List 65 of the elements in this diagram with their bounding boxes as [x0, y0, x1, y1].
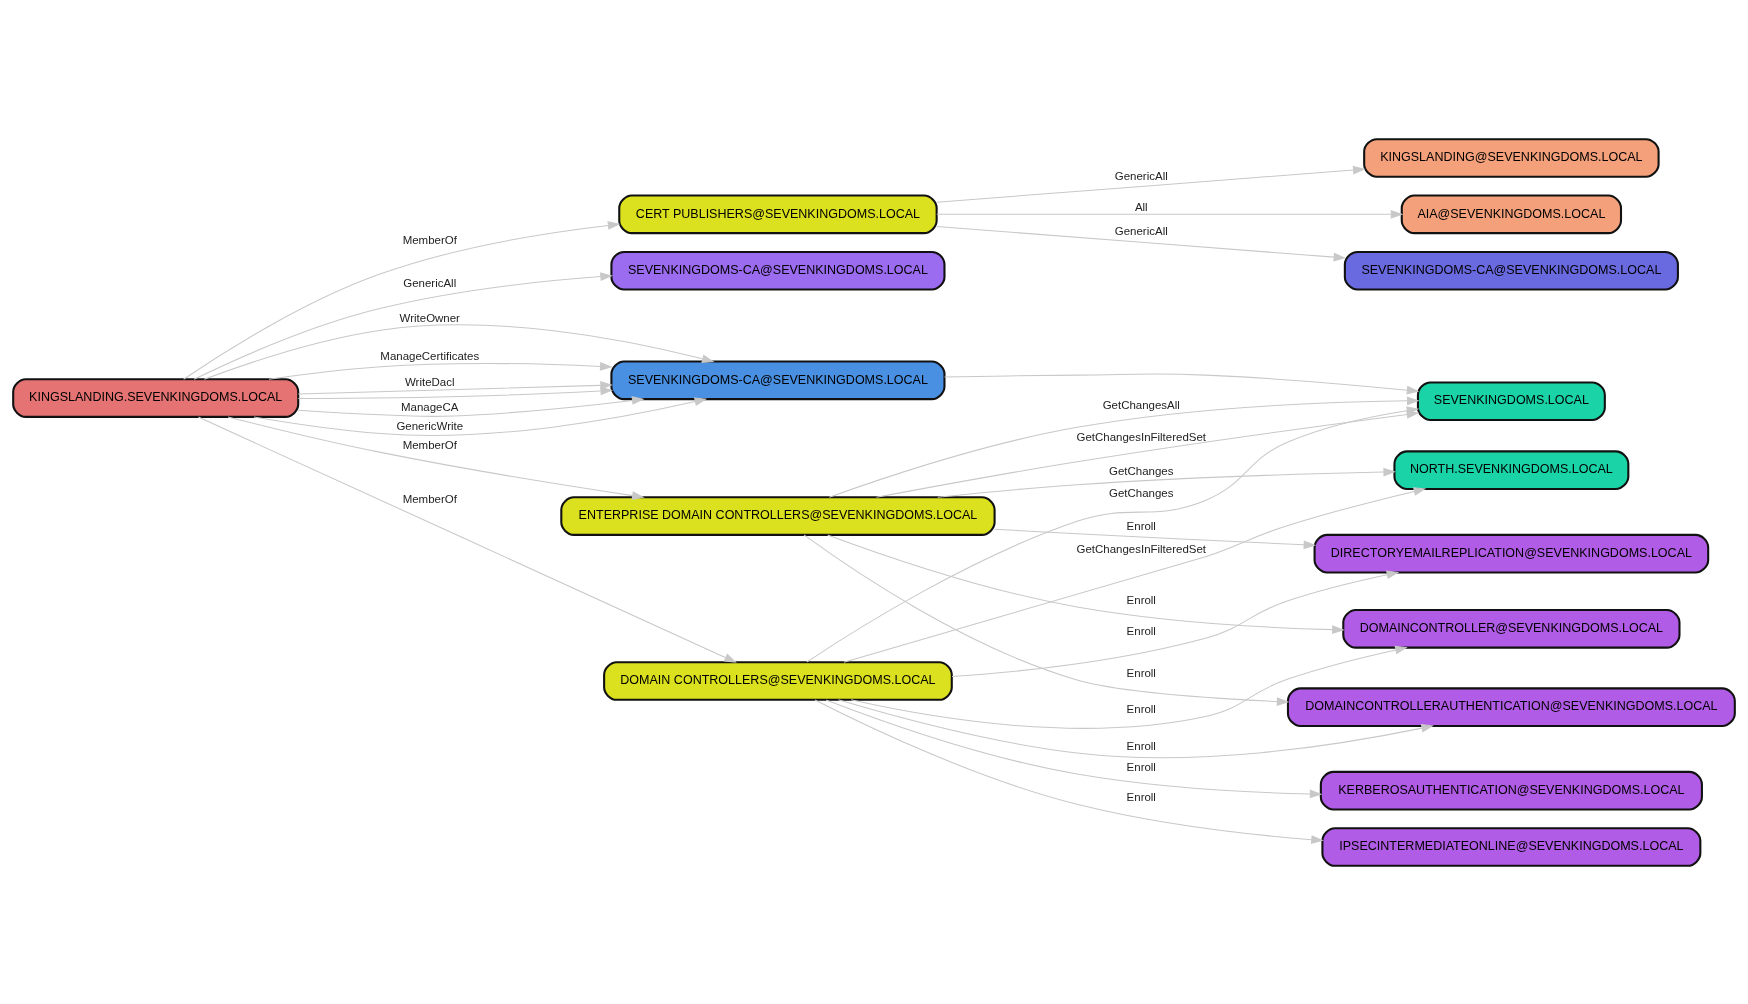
edge-label: Enroll	[1126, 702, 1156, 715]
node-box: DOMAINCONTROLLER@SEVENKINGDOMS.LOCAL	[1342, 608, 1681, 649]
node-box: CERT PUBLISHERS@SEVENKINGDOMS.LOCAL	[618, 194, 938, 234]
edge-label: GenericAll	[1114, 224, 1168, 237]
node-box: KINGSLANDING.SEVENKINGDOMS.LOCAL	[12, 377, 300, 418]
edge-label: Enroll	[1126, 666, 1156, 679]
arrow	[193, 271, 613, 380]
edge-label: GenericAll	[1114, 169, 1168, 182]
edge-label: GetChanges	[1109, 486, 1174, 499]
edge-label: GetChangesInFilteredSet	[1076, 430, 1206, 443]
edge-label: GetChangesAll	[1102, 398, 1180, 411]
edge-label: GenericAll	[403, 276, 457, 289]
arrow	[843, 486, 1427, 663]
arrow	[814, 698, 1324, 844]
arrow	[994, 528, 1317, 549]
node-box: DOMAIN CONTROLLERS@SEVENKINGDOMS.LOCAL	[603, 660, 953, 701]
node-box: DOMAINCONTROLLERAUTHENTICATION@SEVENKINGDOMS.LOCAL	[1286, 686, 1736, 727]
edge-label: WriteOwner	[399, 311, 460, 324]
arrow	[297, 395, 645, 417]
node-box: SEVENKINGDOMS.LOCAL	[1416, 380, 1606, 421]
node-box: IPSECINTERMEDIATEONLINE@SEVENKINGDOMS.LOCAL	[1321, 826, 1702, 867]
arrow	[803, 533, 1290, 706]
edge-label: WriteDacl	[405, 375, 455, 388]
arrow	[951, 569, 1400, 677]
arrow	[837, 698, 1434, 758]
arrow	[850, 645, 1408, 729]
arrow	[297, 380, 613, 395]
arrow	[936, 165, 1366, 203]
node-box: DIRECTORYEMAILREPLICATION@SEVENKINGDOMS.LOCAL	[1313, 533, 1710, 573]
edge-label: GenericWrite	[396, 419, 464, 432]
arrow	[297, 386, 613, 399]
arrow	[825, 698, 1323, 798]
node-box: NORTH.SEVENKINGDOMS.LOCAL	[1393, 449, 1630, 490]
edge-label: MemberOf	[402, 492, 457, 505]
arrow	[937, 467, 1396, 498]
arrow	[936, 209, 1404, 219]
edge-label: GetChanges	[1109, 464, 1174, 477]
arrow	[268, 361, 613, 380]
node-box: SEVENKINGDOMS-CA@SEVENKINGDOMS.LOCAL	[610, 360, 946, 400]
arrow	[944, 372, 1420, 395]
edge-label: MemberOf	[402, 233, 457, 246]
node-box: SEVENKINGDOMS-CA@SEVENKINGDOMS.LOCAL	[1343, 250, 1679, 291]
node-box: KERBEROSAUTHENTICATION@SEVENKINGDOMS.LOCAL	[1319, 770, 1703, 810]
edge-label: Enroll	[1126, 593, 1156, 606]
arrow	[936, 225, 1347, 261]
edge-label: Enroll	[1126, 739, 1156, 752]
arrow	[197, 416, 737, 663]
edge-label: Enroll	[1126, 624, 1156, 637]
edge-label: Enroll	[1126, 519, 1156, 532]
edge-label: ManageCA	[401, 400, 459, 413]
arrow	[203, 323, 715, 380]
edge-label: ManageCertificates	[380, 349, 480, 362]
arrow	[227, 415, 645, 500]
edge-label: Enroll	[1126, 760, 1156, 773]
arrow	[827, 533, 1345, 634]
node-box: AIA@SEVENKINGDOMS.LOCAL	[1400, 194, 1623, 234]
arrow	[183, 220, 621, 380]
edge-label: All	[1134, 200, 1148, 213]
edge-label: GetChangesInFilteredSet	[1076, 542, 1206, 555]
node-box: ENTERPRISE DOMAIN CONTROLLERS@SEVENKINGDOMS.LOCAL	[560, 495, 996, 536]
edge-label: MemberOf	[402, 438, 457, 451]
node-box: SEVENKINGDOMS-CA@SEVENKINGDOMS.LOCAL	[610, 250, 946, 291]
edge-label: Enroll	[1126, 790, 1156, 803]
node-box: KINGSLANDING@SEVENKINGDOMS.LOCAL	[1363, 137, 1660, 178]
arrow	[253, 396, 708, 436]
